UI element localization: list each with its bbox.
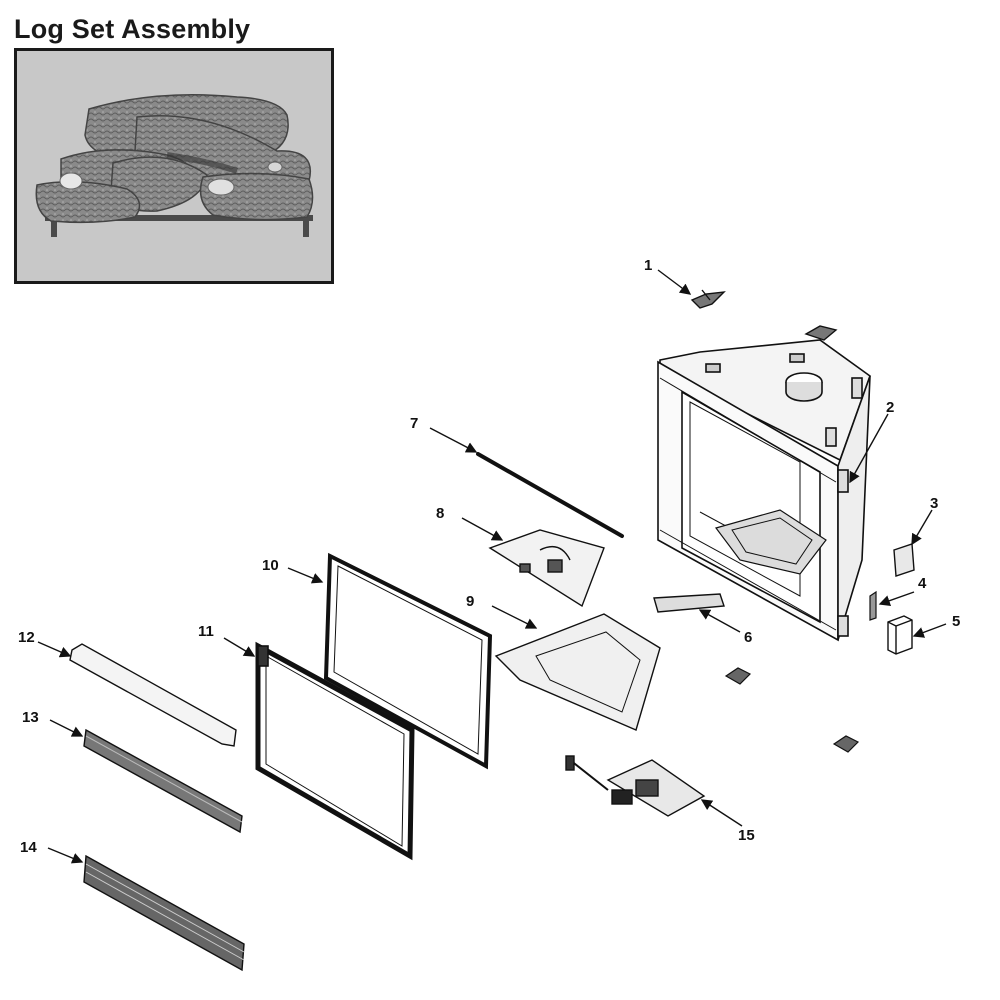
door-frame (255, 641, 415, 861)
standoff-bracket-top (804, 325, 838, 341)
callout-11: 11 (198, 623, 214, 640)
callout-14: 14 (20, 839, 37, 856)
glass-frame (323, 552, 493, 770)
section-title: Log Set Assembly (14, 14, 251, 44)
callout-2: 2 (886, 399, 894, 416)
callout-6: 6 (744, 629, 752, 646)
callout-10: 10 (262, 557, 279, 574)
louver-trim (83, 728, 243, 834)
callout-12: 12 (18, 629, 35, 646)
callout-3: 3 (930, 495, 938, 512)
valve-plate (488, 529, 605, 608)
burner-tray (494, 613, 661, 731)
small-bracket (869, 590, 877, 621)
cover-plate (893, 543, 915, 577)
channel-bracket (653, 593, 725, 613)
callout-9: 9 (466, 593, 474, 610)
callout-7: 7 (410, 415, 418, 432)
louver-panel (83, 854, 245, 972)
callout-8: 8 (436, 505, 444, 522)
top-trim (69, 643, 237, 747)
leader-lines (37, 269, 947, 864)
callout-13: 13 (22, 709, 39, 726)
junction-box (887, 615, 913, 655)
firebox-assembly (657, 339, 871, 642)
log-set-image (14, 48, 334, 284)
gas-valve-assembly (565, 755, 706, 817)
callout-15: 15 (738, 827, 755, 844)
callout-1: 1 (644, 257, 652, 274)
gasket-rod (476, 452, 624, 538)
mounting-clip (724, 667, 752, 685)
standoff-bracket (690, 289, 726, 309)
mounting-clip (832, 735, 860, 753)
callout-5: 5 (952, 613, 960, 630)
callout-4: 4 (918, 575, 927, 592)
